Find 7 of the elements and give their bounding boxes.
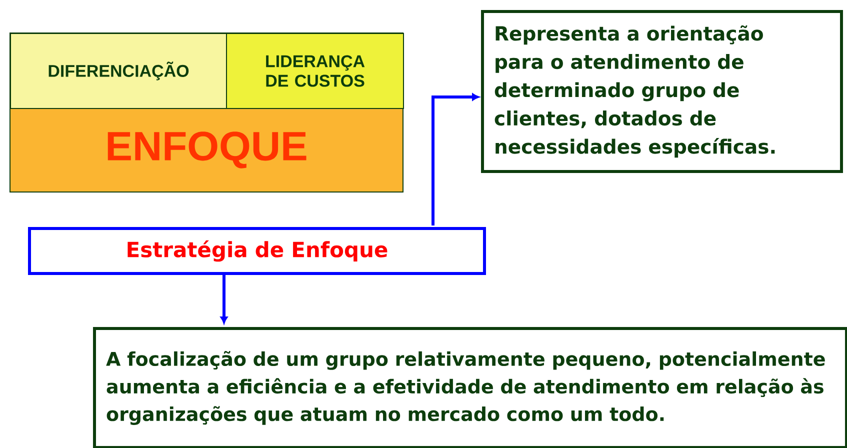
cell: LIDERANÇA DE CUSTOS xyxy=(226,33,404,109)
text-box: Representa a orientação para o atendimento de determinado grupo de clientes, dotados de necessidades específicas. xyxy=(481,10,843,173)
arrow xyxy=(432,93,480,226)
cell: DIFERENCIAÇÃO xyxy=(10,33,227,109)
arrow xyxy=(220,274,228,324)
text-box: A focalização de um grupo relativamente pequeno, potencialmente aumenta a eficiência e a efetividade de atendimento em relação às organizações que atuam no mercado como um todo. xyxy=(93,327,847,448)
strategy-box: Estratégia de Enfoque xyxy=(28,227,486,275)
